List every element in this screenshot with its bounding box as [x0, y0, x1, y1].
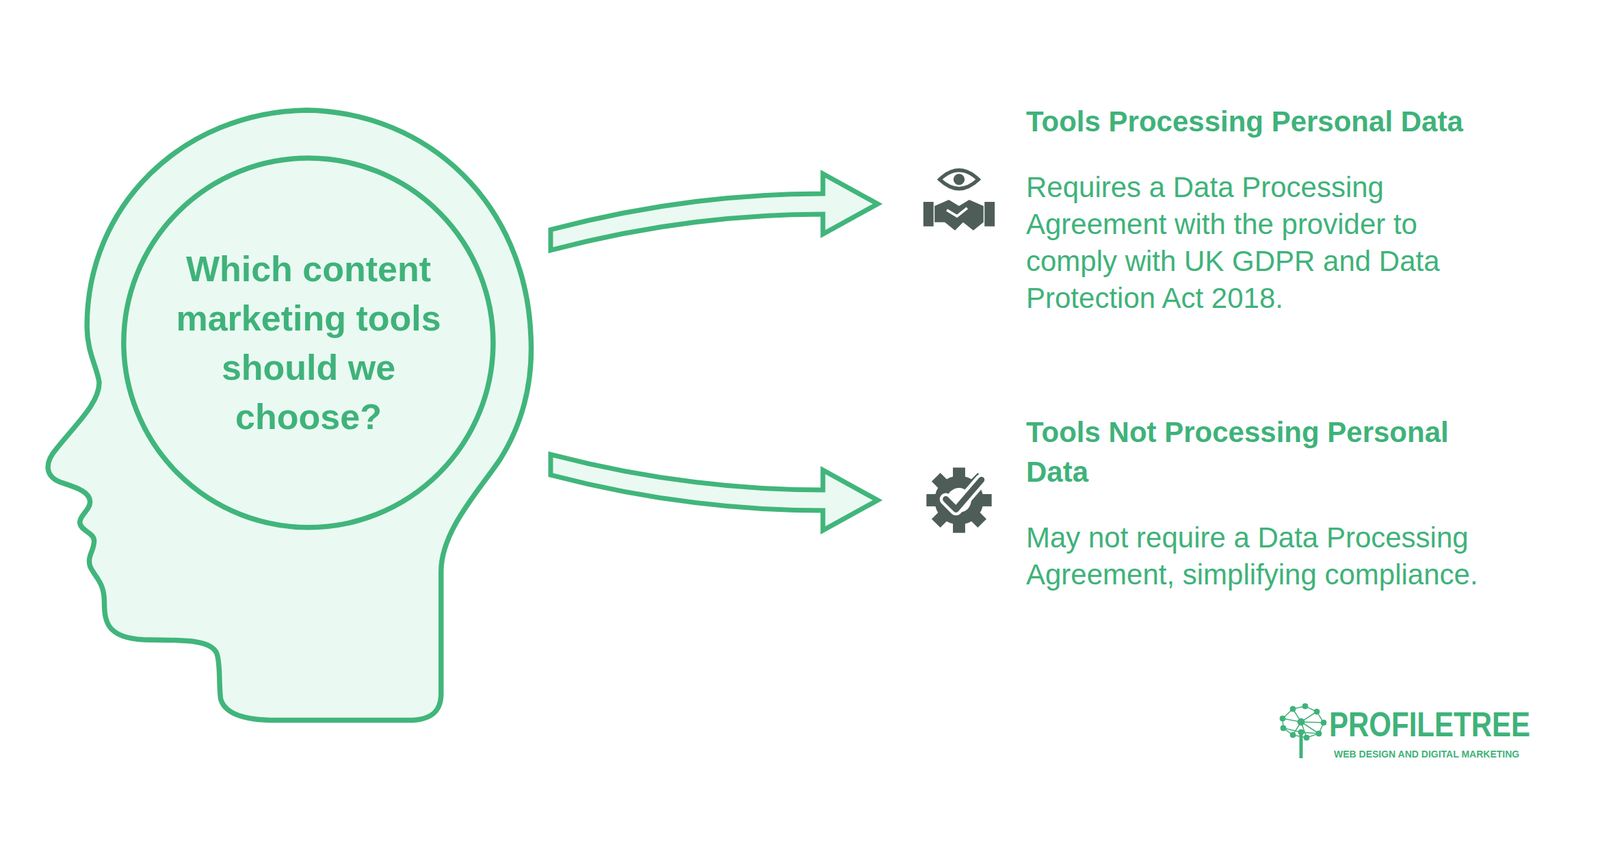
item-heading: Tools Processing Personal Data: [1026, 101, 1478, 142]
item-body: May not require a Data Processing Agreem…: [1026, 519, 1505, 594]
item-body: Requires a Data Processing Agreement wit…: [1026, 168, 1478, 317]
question-stack: Which content marketing tools should we …: [158, 244, 459, 442]
head-silhouette: [47, 110, 531, 721]
gear-check-icon: [926, 467, 992, 533]
block-arrow: [550, 173, 878, 251]
question-text: Which content marketing tools should we …: [158, 244, 459, 442]
head-node: Which content marketing tools should we …: [41, 101, 542, 730]
question-text-area: Which content marketing tools should we …: [158, 226, 459, 459]
inner-circle: [123, 158, 494, 528]
item-heading: Tools Not Processing Personal Data: [1026, 412, 1505, 492]
logo-wordmark: PROFILETREE: [1329, 704, 1531, 745]
info-item: Tools Processing Personal DataRequires a…: [920, 101, 1478, 317]
logo-tree: [1279, 703, 1327, 758]
block-arrow: [550, 454, 878, 531]
eye-handshake-icon: [923, 170, 995, 231]
logo-tagline: WEB DESIGN AND DIGITAL MARKETING: [1333, 748, 1520, 760]
info-item: Tools Not Processing Personal DataMay no…: [920, 412, 1505, 594]
